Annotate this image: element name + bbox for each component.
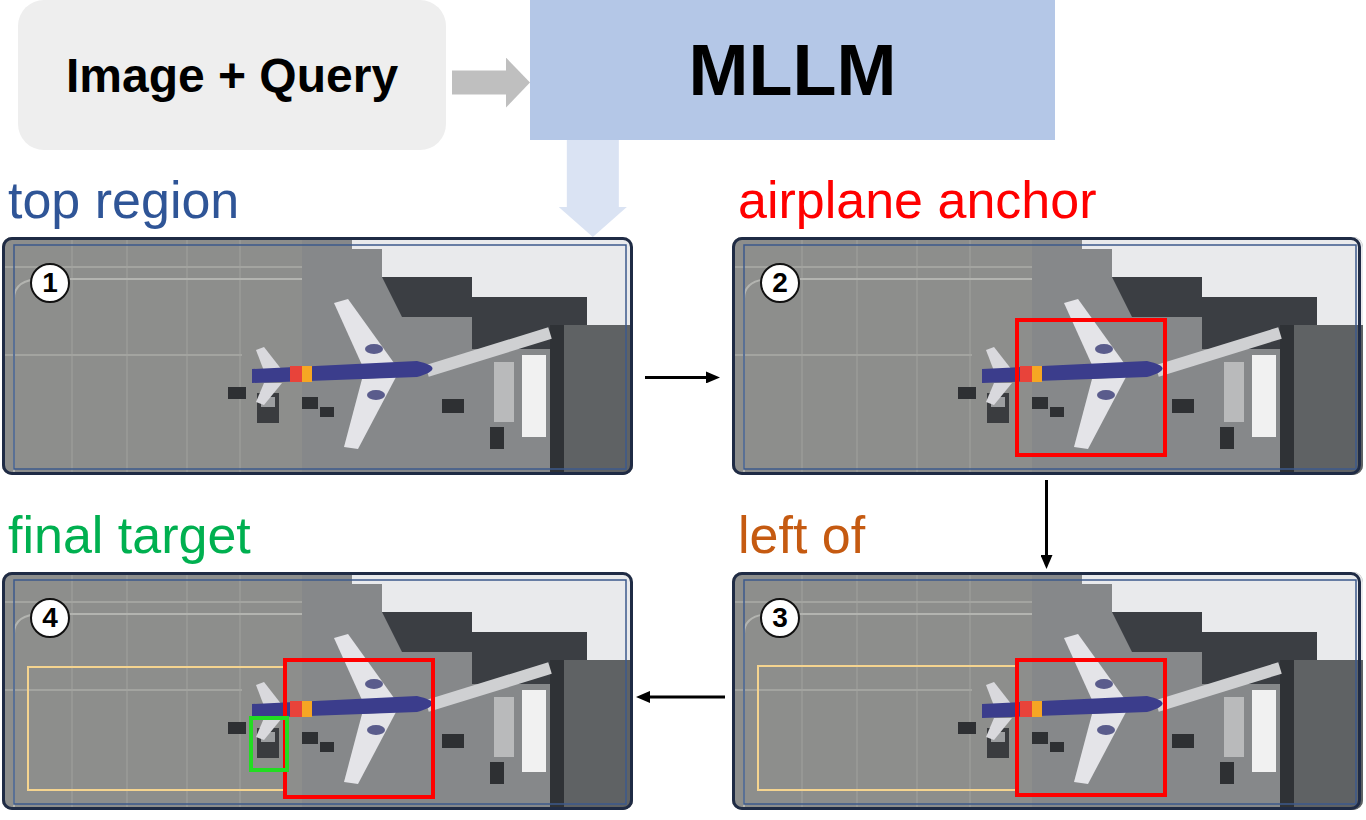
panel-image bbox=[732, 237, 1363, 475]
box-label: MLLM bbox=[689, 29, 897, 111]
region-box bbox=[14, 245, 626, 469]
relation-box bbox=[758, 666, 1017, 790]
target-box bbox=[251, 718, 287, 770]
callout-number: 2 bbox=[772, 269, 788, 297]
aerial-photo bbox=[2, 572, 633, 810]
panel-image bbox=[732, 572, 1363, 810]
anchor-box bbox=[1017, 320, 1165, 455]
step-number: 3 bbox=[760, 598, 800, 638]
region-box bbox=[744, 580, 1356, 804]
panel-heading: left of bbox=[738, 506, 865, 566]
region-box bbox=[14, 580, 626, 804]
step-arrow bbox=[1045, 480, 1048, 555]
region-box bbox=[744, 245, 1356, 469]
step-arrow bbox=[650, 695, 725, 698]
aerial-photo bbox=[732, 572, 1363, 810]
panel-heading: top region bbox=[8, 171, 239, 231]
block-arrow bbox=[452, 71, 506, 95]
callout-number: 3 bbox=[772, 604, 788, 632]
step-panel: final target4 bbox=[2, 572, 633, 810]
panel-heading: airplane anchor bbox=[738, 171, 1096, 231]
callout-number: 4 bbox=[42, 604, 58, 632]
step-arrow bbox=[645, 376, 706, 379]
anchor-box bbox=[1017, 660, 1165, 795]
relation-box bbox=[28, 667, 285, 790]
step-panel: left of3 bbox=[732, 572, 1361, 810]
step-panel: top region1 bbox=[2, 237, 633, 475]
step-number: 2 bbox=[760, 263, 800, 303]
block-arrow bbox=[567, 140, 619, 207]
step-panel: airplane anchor2 bbox=[732, 237, 1361, 475]
panel-heading: final target bbox=[8, 506, 251, 566]
box-label: Image + Query bbox=[66, 48, 398, 103]
callout-number: 1 bbox=[42, 269, 58, 297]
step-number: 4 bbox=[30, 598, 70, 638]
anchor-box bbox=[285, 660, 433, 797]
panel-image bbox=[2, 237, 633, 475]
aerial-photo bbox=[732, 237, 1363, 475]
aerial-photo bbox=[2, 237, 633, 475]
step-number: 1 bbox=[30, 263, 70, 303]
model-box: MLLM bbox=[530, 0, 1055, 140]
input-box: Image + Query bbox=[18, 0, 446, 150]
panel-image bbox=[2, 572, 633, 810]
